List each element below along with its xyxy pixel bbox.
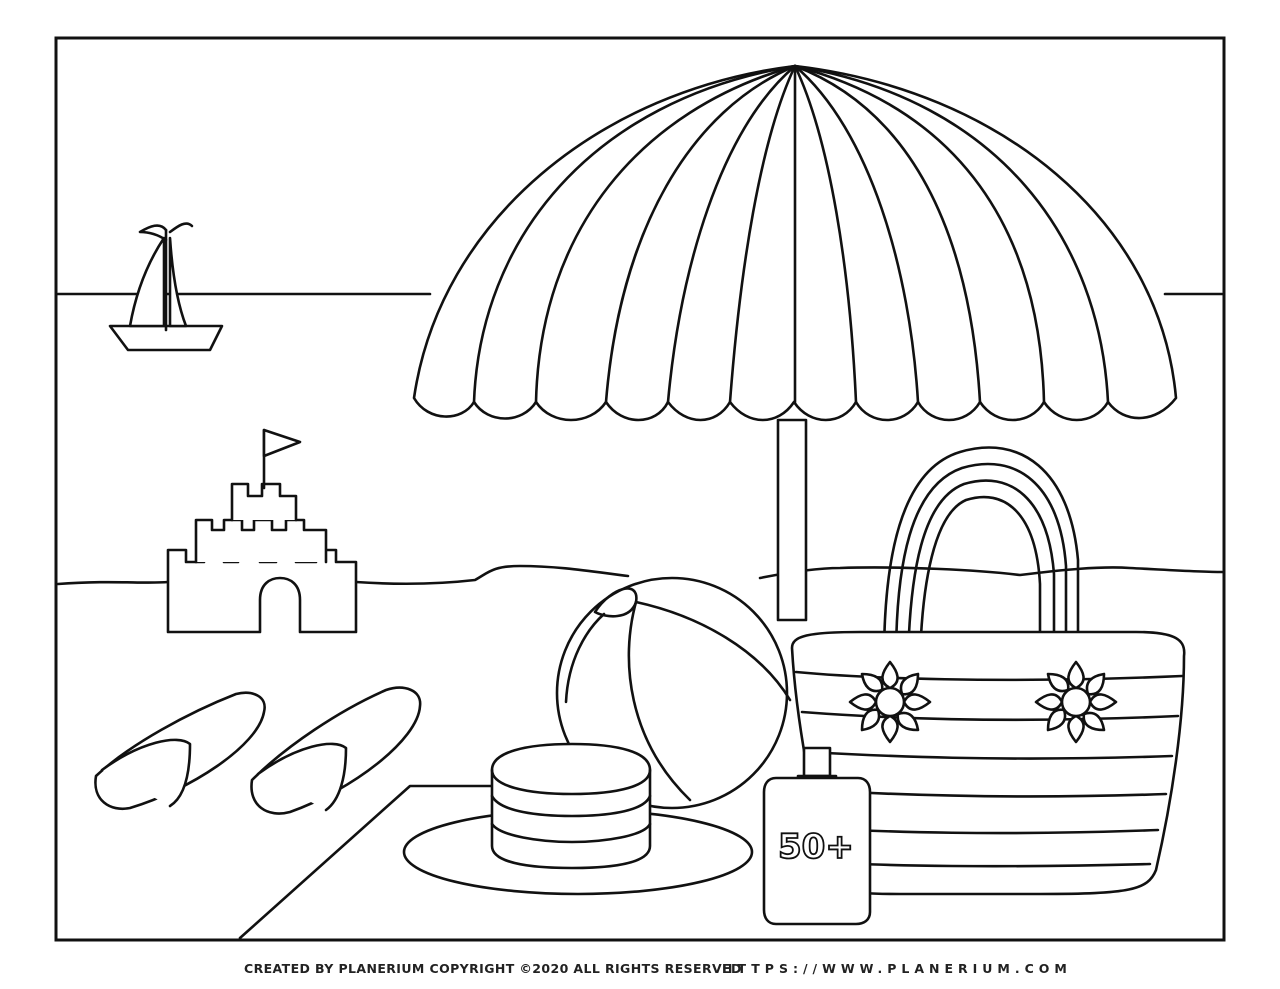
shoreline bbox=[56, 564, 1224, 586]
sun-hat bbox=[402, 742, 754, 896]
beach-umbrella bbox=[412, 64, 1178, 422]
copyright-text: CREATED BY PLANERIUM COPYRIGHT ©2020 ALL… bbox=[244, 961, 742, 976]
umbrella-pole bbox=[776, 418, 808, 622]
beach-bag bbox=[790, 446, 1186, 896]
website-link[interactable]: HTTPS://WWW.PLANERIUM.COM bbox=[722, 961, 1072, 976]
sailboat bbox=[108, 222, 224, 352]
flip-flops bbox=[94, 686, 422, 815]
spf-label: 50+ bbox=[778, 827, 854, 867]
sandcastle bbox=[166, 428, 358, 634]
footer: CREATED BY PLANERIUM COPYRIGHT ©2020 ALL… bbox=[0, 955, 1280, 981]
sunscreen-bottle: 50+ bbox=[762, 746, 872, 926]
